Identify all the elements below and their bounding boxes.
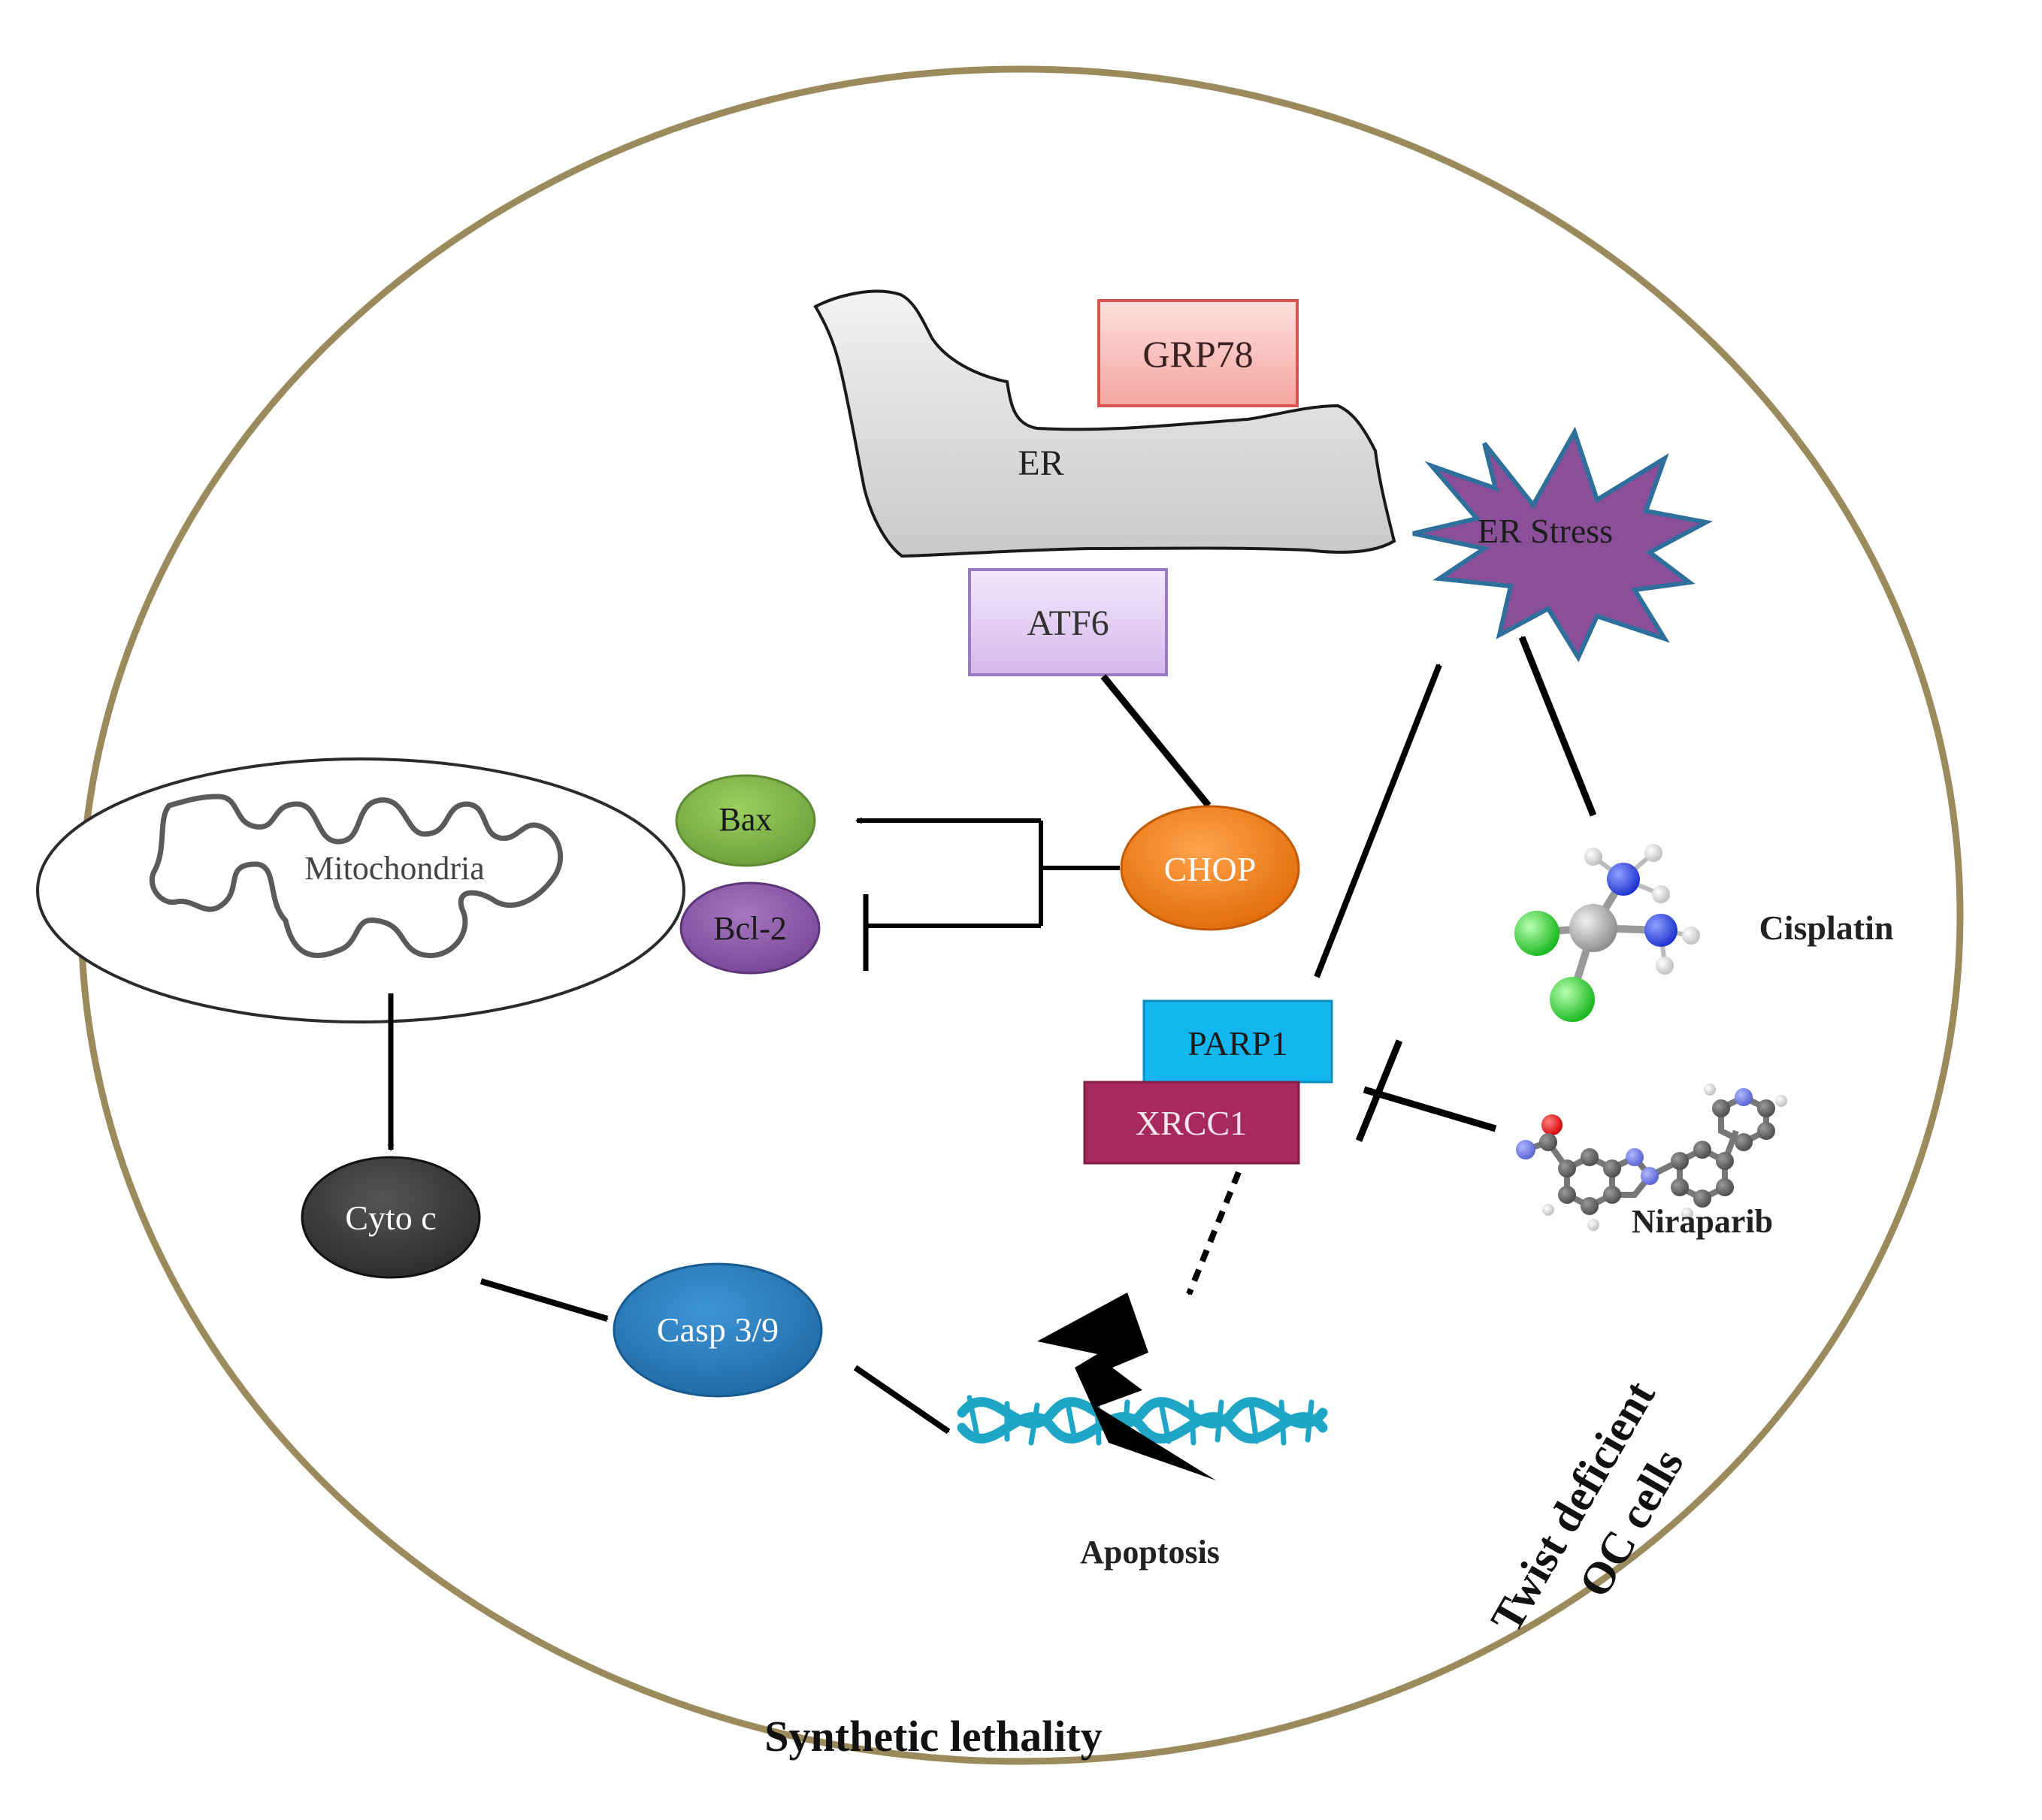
bcl2-label: Bcl-2 [713,910,787,947]
bax-label: Bax [719,801,773,838]
casp-label: Casp 3/9 [657,1311,779,1349]
cytoc-to-casp-arrow [479,1278,607,1322]
grp78-box [1097,299,1299,407]
casp-node [613,1262,823,1398]
mitochondria-label: Mitochondria [304,850,485,887]
cisplatin-to-erstress-arrow [1518,637,1597,817]
atf6-to-chop-arrow [1100,674,1212,808]
niraparib-inhibit-line [1363,1086,1497,1132]
chop-node [1120,805,1300,931]
mitochondria-outer-membrane [36,757,685,1023]
parp1-to-erstress-arrow [1314,665,1442,978]
apoptosis-label: Apoptosis [1080,1534,1220,1571]
endoplasmic-reticulum-icon [813,289,1396,558]
dna-helix-icon [957,1395,1328,1446]
cyto-c-label: Cyto c [345,1199,436,1237]
cisplatin-label: Cisplatin [1759,908,1894,947]
niraparib-molecule-icon [1516,1084,1787,1231]
bax-node [675,774,816,867]
er-stress-label: ER Stress [1478,512,1613,550]
mitochondria-icon [149,794,564,958]
casp-to-dna-arrow [853,1365,951,1435]
niraparib-inhibit-bar [1355,1039,1403,1142]
xrcc1-box [1083,1081,1300,1165]
atf6-box [968,568,1168,676]
lightning-icon [1037,1292,1216,1480]
er-stress-starburst-icon [1412,426,1713,663]
xrcc1-to-dna-dashed-arrow [1186,1171,1242,1294]
cyto-c-node [301,1156,481,1279]
cisplatin-molecule-icon [1514,844,1700,1022]
grp78-label: GRP78 [1142,333,1253,375]
chop-label: CHOP [1164,850,1257,888]
atf6-label: ATF6 [1027,603,1109,643]
xrcc1-label: XRCC1 [1136,1104,1247,1142]
er-label: ER [1018,443,1063,483]
bcl2-node [679,881,821,975]
synthetic-lethality-label: Synthetic lethality [764,1712,1102,1761]
parp1-label: PARP1 [1187,1024,1288,1063]
niraparib-label: Niraparib [1632,1203,1773,1240]
